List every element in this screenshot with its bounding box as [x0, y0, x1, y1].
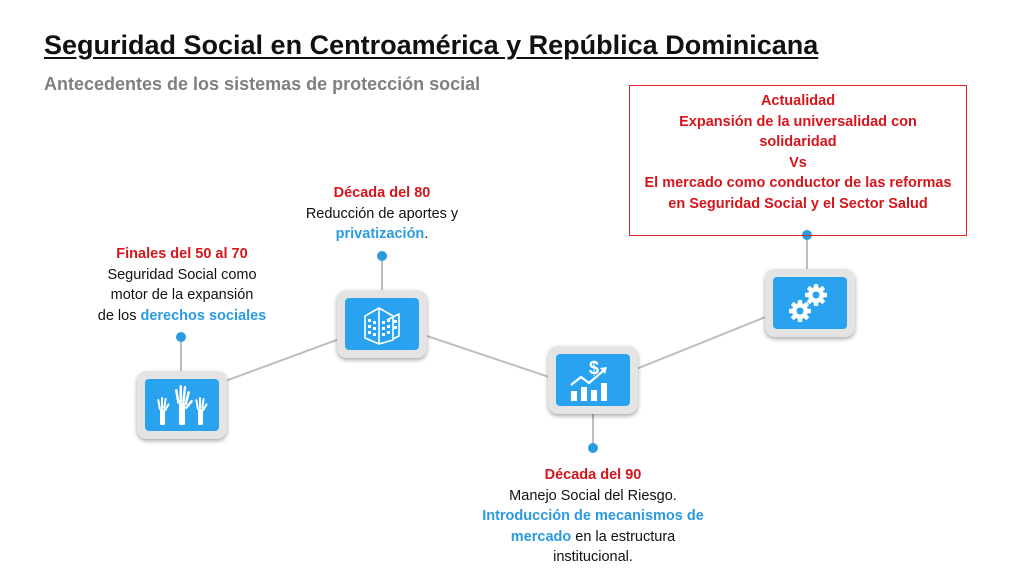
- milestone-3-label: Década del 90 Manejo Social del Riesgo. …: [455, 465, 731, 568]
- pin-dot-2: [377, 251, 387, 261]
- milestone-4-line6: en Seguridad Social y el Sector Salud: [668, 195, 928, 212]
- milestone-2-node: [337, 290, 427, 358]
- milestone-4-line2: Expansión de la universalidad con: [679, 113, 917, 130]
- milestone-1-line2: motor de la expansión: [110, 287, 254, 303]
- milestone-2-heading: Década del 80: [333, 185, 431, 201]
- milestone-1-label: Finales del 50 al 70 Seguridad Social co…: [80, 244, 284, 326]
- connector-3-4: [633, 315, 769, 371]
- milestone-1-line1: Seguridad Social como: [107, 266, 257, 283]
- finance-growth-icon: $: [570, 358, 607, 401]
- milestone-4-node: [765, 269, 855, 337]
- milestone-4-line1: Actualidad: [760, 93, 836, 109]
- connector-2-3: [423, 334, 553, 379]
- milestone-4-line5: El mercado como conductor de las reforma…: [644, 175, 952, 191]
- gears-icon: [789, 284, 827, 322]
- milestone-2-line2-suffix: .: [424, 226, 429, 242]
- milestone-3-line1: Manejo Social del Riesgo.: [509, 487, 677, 504]
- milestone-3-node: $: [548, 346, 638, 414]
- pin-dot-3: [588, 443, 598, 453]
- milestone-3-line4: institucional.: [553, 549, 633, 565]
- milestone-1-node: [137, 371, 227, 439]
- milestone-2-label: Década del 80 Reducción de aportes y pri…: [282, 183, 482, 245]
- connector-1-2: [219, 337, 343, 384]
- milestone-2-highlight: privatización: [335, 226, 425, 242]
- milestone-1-line3-prefix: de los: [97, 307, 141, 324]
- buildings-icon: [364, 307, 400, 345]
- milestone-4-box: Actualidad Expansión de la universalidad…: [629, 85, 967, 236]
- milestone-3-highlight-1: Introducción de mecanismos de: [482, 508, 704, 524]
- raised-hands-icon: [157, 385, 208, 425]
- page-title: Seguridad Social en Centroamérica y Repú…: [44, 30, 819, 60]
- milestone-4-line3: solidaridad: [759, 134, 837, 150]
- pin-dot-1: [176, 332, 186, 342]
- milestone-1-highlight: derechos sociales: [140, 307, 267, 324]
- milestone-4-line4: Vs: [789, 154, 807, 171]
- svg-text:$: $: [589, 358, 599, 378]
- milestone-1-heading: Finales del 50 al 70: [116, 246, 248, 262]
- milestone-3-line3-suffix: en la estructura: [571, 528, 676, 545]
- milestone-3-heading: Década del 90: [544, 467, 642, 483]
- milestone-3-highlight-2: mercado: [510, 528, 572, 545]
- milestone-2-line1: Reducción de aportes y: [305, 205, 459, 222]
- page-subtitle: Antecedentes de los sistemas de protecci…: [44, 74, 481, 94]
